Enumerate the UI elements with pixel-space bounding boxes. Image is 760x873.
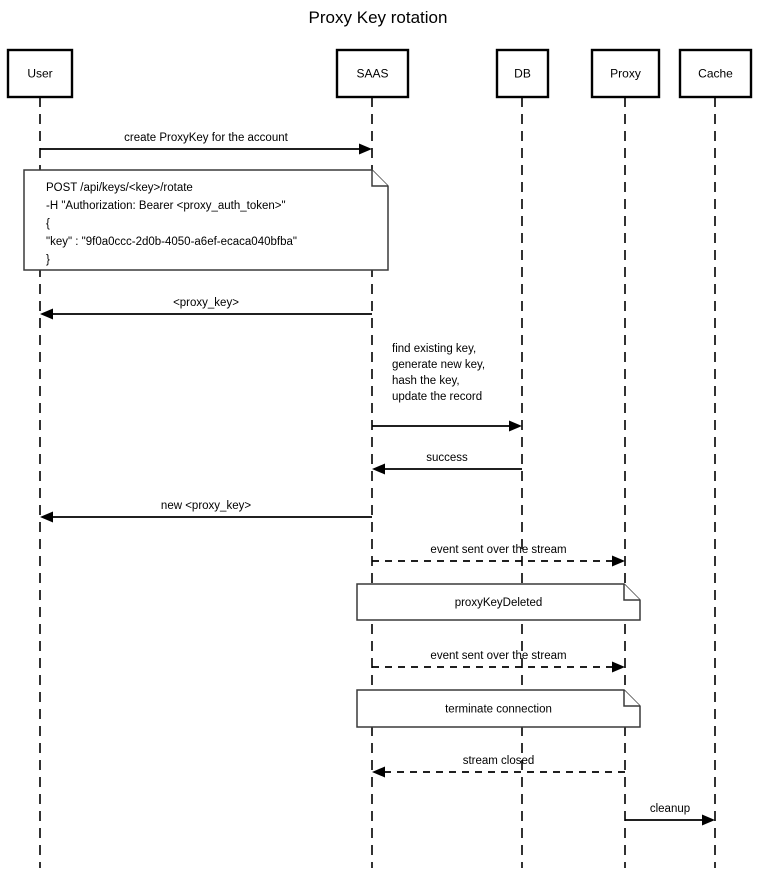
message-m7: event sent over the stream — [372, 650, 625, 673]
message-m1: create ProxyKey for the account — [40, 132, 372, 155]
message-label-m5: new <proxy_key> — [161, 500, 251, 512]
message-arrowhead-m1 — [359, 143, 372, 155]
note-body-terminate-connection-note — [356, 689, 641, 728]
participant-label-saas: SAAS — [356, 67, 388, 81]
note-text-proxy-key-deleted-note: proxyKeyDeleted — [455, 597, 543, 609]
note-body-proxy-key-deleted-note — [356, 583, 641, 621]
participant-box-db[interactable] — [495, 48, 550, 99]
participant-label-proxy: Proxy — [610, 67, 641, 81]
note-body-post-request-note — [23, 169, 389, 271]
self-note-saas-work: find existing key, generate new key, hash … — [392, 343, 485, 403]
self-note-line: generate new key, — [392, 359, 485, 371]
note-text-line: { — [46, 218, 50, 230]
participant-box-proxy[interactable] — [590, 48, 661, 99]
message-label-m9: cleanup — [650, 803, 690, 815]
participants-layer: User SAAS DB Proxy Cache — [6, 48, 753, 99]
message-label-m8: stream closed — [463, 755, 535, 767]
message-arrowhead-m5 — [40, 511, 53, 523]
message-m6: event sent over the stream — [372, 544, 625, 567]
message-label-m6: event sent over the stream — [430, 544, 566, 556]
message-m4: success — [372, 452, 522, 475]
participant-label-db: DB — [514, 67, 531, 81]
message-arrowhead-m9 — [702, 814, 715, 826]
participant-user[interactable]: User — [6, 48, 74, 99]
participant-box-cache[interactable] — [678, 48, 753, 99]
participant-db[interactable]: DB — [495, 48, 550, 99]
note-text-line: -H "Authorization: Bearer <proxy_auth_to… — [46, 200, 286, 212]
message-arrowhead-m6 — [612, 555, 625, 567]
note-text-line: } — [46, 254, 50, 266]
note-fold-corner-terminate-connection-note — [623, 690, 640, 707]
message-arrowhead-m2 — [40, 308, 53, 320]
note-terminate-connection-note: terminate connection — [356, 689, 641, 728]
message-m5: new <proxy_key> — [40, 500, 372, 523]
message-m2: <proxy_key> — [40, 297, 372, 320]
participant-proxy[interactable]: Proxy — [590, 48, 661, 99]
self-note-line: hash the key, — [392, 375, 460, 387]
note-text-line: "key" : "9f0a0ccc-2d0b-4050-a6ef-ecaca04… — [46, 236, 297, 248]
participant-label-user: User — [27, 67, 52, 81]
participant-label-cache: Cache — [698, 67, 733, 81]
note-post-request-note: POST /api/keys/<key>/rotate -H "Authoriza… — [23, 169, 389, 271]
message-m8: stream closed — [372, 755, 625, 778]
message-arrowhead-m8 — [372, 766, 385, 778]
message-label-m2: <proxy_key> — [173, 297, 239, 309]
message-m9: cleanup — [625, 803, 715, 826]
messages-layer: create ProxyKey for the account <proxy_ke… — [40, 132, 715, 826]
message-label-m4: success — [426, 452, 468, 464]
participant-box-user[interactable] — [6, 48, 74, 99]
message-m3 — [372, 420, 522, 432]
participant-box-saas[interactable] — [335, 48, 410, 99]
note-proxy-key-deleted-note: proxyKeyDeleted — [356, 583, 641, 621]
note-fold-corner-post-request-note — [371, 170, 388, 187]
participant-saas[interactable]: SAAS — [335, 48, 410, 99]
self-note-line: find existing key, — [392, 343, 476, 355]
note-text-terminate-connection-note: terminate connection — [445, 704, 552, 716]
participant-cache[interactable]: Cache — [678, 48, 753, 99]
message-label-m7: event sent over the stream — [430, 650, 566, 662]
message-arrowhead-m3 — [509, 420, 522, 432]
note-fold-corner-proxy-key-deleted-note — [623, 584, 640, 601]
self-message-notes-layer: find existing key, generate new key, hash … — [392, 343, 485, 403]
self-note-line: update the record — [392, 391, 482, 403]
message-arrowhead-m7 — [612, 661, 625, 673]
note-text-line: POST /api/keys/<key>/rotate — [46, 182, 193, 194]
notes-layer: POST /api/keys/<key>/rotate -H "Authoriza… — [23, 169, 641, 728]
message-arrowhead-m4 — [372, 463, 385, 475]
page-title: Proxy Key rotation — [309, 8, 448, 27]
message-label-m1: create ProxyKey for the account — [124, 132, 288, 144]
